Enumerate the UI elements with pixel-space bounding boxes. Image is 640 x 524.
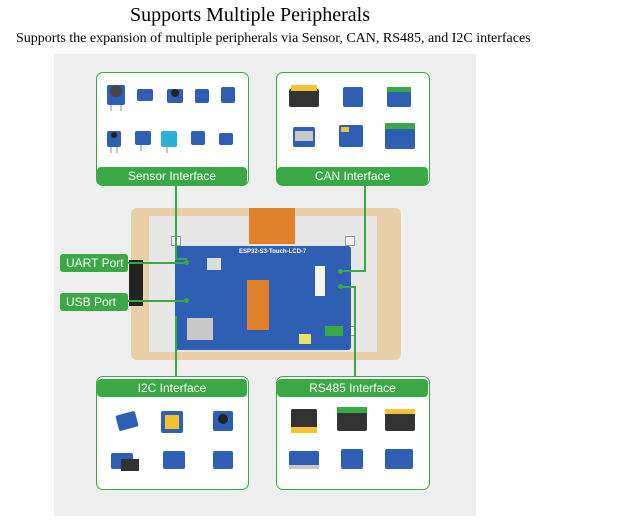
usb-port-label: USB Port [60,293,128,311]
connector-line [340,286,356,288]
connector-line [340,270,366,272]
connector-line [175,258,187,260]
sensor-interface-label: Sensor Interface [97,167,247,185]
side-connector [129,260,143,306]
jst-connector [299,334,311,344]
display-frame: ESP32-S3-Touch-LCD-7 [129,208,401,360]
connector-dot [184,260,189,265]
mount-hole [345,236,355,246]
sensor-modules-panel: Sensor Interface [96,72,249,186]
rs485-modules-image [289,407,415,469]
board-name: ESP32-S3-Touch-LCD-7 [239,249,307,255]
connector-line [114,262,184,264]
rs485-modules-panel: RS485 Interface [276,376,430,490]
uart-port-label: UART Port [60,254,128,272]
connector-line [354,286,356,380]
i2c-modules-panel: I2C Interface [96,376,249,490]
connector-dot [184,298,189,303]
fpc-cable [249,208,295,244]
page-subtitle: Supports the expansion of multiple perip… [16,31,531,46]
connector-dot [338,269,343,274]
connector-line [175,186,177,258]
ribbon-connector [247,280,269,330]
i2c-interface-label: I2C Interface [97,379,247,397]
usb-connector [207,258,221,270]
connector-dot [338,284,343,289]
i2c-modules-image [111,411,233,471]
rs485-interface-label: RS485 Interface [277,379,428,397]
can-modules-image [289,85,415,149]
sensor-modules-image [107,85,235,153]
connector-line [114,300,184,302]
connector-line [175,316,177,380]
esp32-chip [187,318,213,340]
terminal-block [325,326,343,336]
pcb-board: ESP32-S3-Touch-LCD-7 [175,246,351,350]
product-illustration: Sensor Interface CAN Interface ESP32-S3-… [54,54,476,516]
header-pins [315,266,325,296]
page-title: Supports Multiple Peripherals [130,4,370,26]
can-modules-panel: CAN Interface [276,72,430,186]
can-interface-label: CAN Interface [277,167,428,185]
connector-line [364,186,366,272]
